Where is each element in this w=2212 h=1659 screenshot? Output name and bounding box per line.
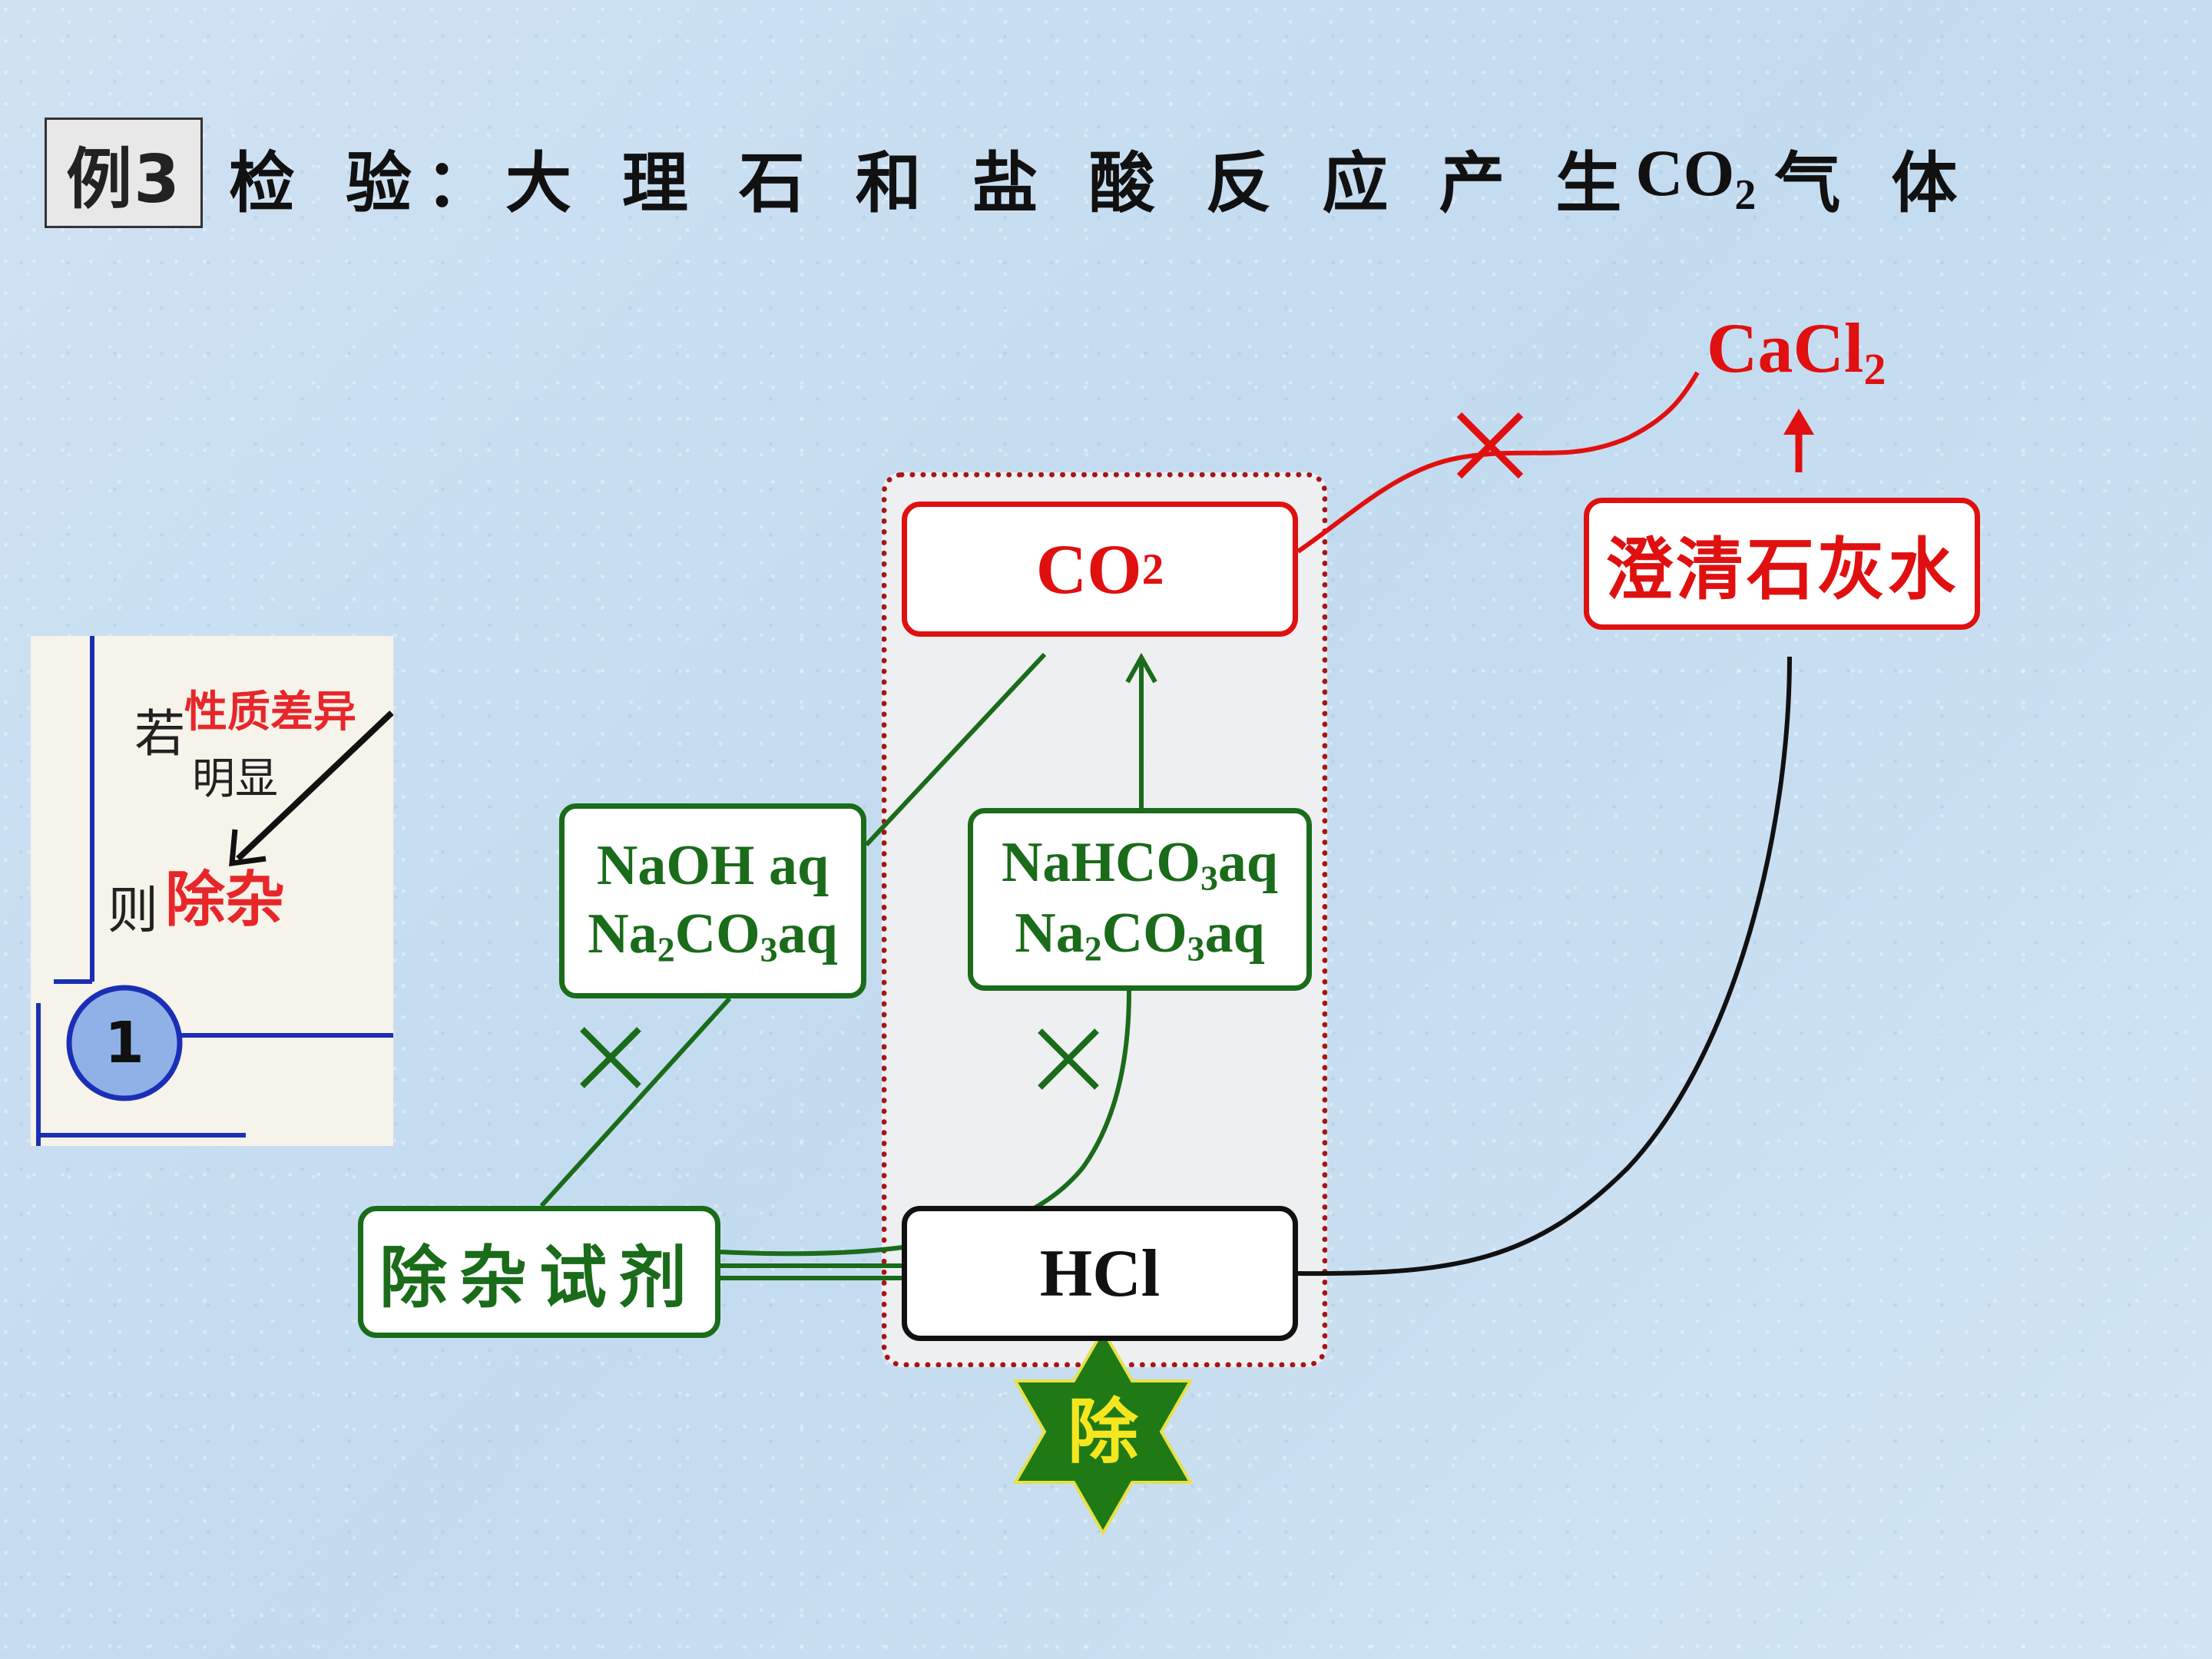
- cacl2-label: CaCl2: [1707, 309, 1886, 394]
- handwritten-note-inset: 1 若 性质差异 明显 则 除杂: [31, 636, 393, 1146]
- title-formula: CO2: [1635, 135, 1757, 219]
- co2-cacl2-curve: [1296, 371, 1700, 554]
- remove-badge-label: 除: [1067, 1390, 1138, 1473]
- svg-text:明显: 明显: [192, 754, 278, 804]
- reagent-box: 除杂试剂: [358, 1206, 720, 1338]
- title-text: 检 验：大 理 石 和 盐 酸 反 应 产 生: [229, 144, 1636, 222]
- cross-icon-naoh: [580, 1027, 641, 1088]
- hcl-limewater-curve: [1297, 656, 1792, 1277]
- nahco3-curve: [720, 990, 1131, 1257]
- example-label: 例3: [45, 118, 203, 228]
- svg-text:除杂: 除杂: [165, 866, 285, 935]
- reagent-set-a-line1: NaOH aq: [596, 833, 830, 897]
- reagent-set-b-line2: Na2CO3aq: [1015, 902, 1265, 969]
- red-arrow-head-icon: [1783, 409, 1814, 435]
- cross-icon-nahco3: [1038, 1028, 1099, 1090]
- arrow-head-icon: [1125, 652, 1157, 684]
- page-title: 检 验：大 理 石 和 盐 酸 反 应 产 生 CO2 气 体: [229, 123, 1971, 230]
- svg-text:性质差异: 性质差异: [184, 687, 356, 737]
- step-number: 1: [104, 1010, 144, 1076]
- svg-text:则: 则: [108, 881, 158, 940]
- limewater-box: 澄清石灰水: [1584, 498, 1980, 630]
- reagent-set-a-box: NaOH aq Na2CO3aq: [559, 803, 866, 998]
- step-number-circle: [66, 985, 183, 1101]
- handwritten-note-drawing: 1 若 性质差异 明显 则 除杂: [36, 636, 393, 1146]
- reagent-set-b-box: NaHCO3aq Na2CO3aq: [968, 808, 1312, 991]
- naoh-connector: [539, 996, 732, 1208]
- reagent-set-b-line1: NaHCO3aq: [1001, 831, 1279, 898]
- reagent-set-a-line2: Na2CO3aq: [588, 902, 838, 969]
- cross-icon-cacl2: [1456, 412, 1524, 479]
- arrow-icon: [236, 710, 393, 861]
- star-icon: [1012, 1326, 1194, 1537]
- title-suffix: 气 体: [1774, 144, 1972, 222]
- naoh-connector-upper: [864, 652, 1047, 847]
- hcl-box: HCl: [902, 1206, 1298, 1341]
- svg-text:若: 若: [134, 704, 185, 763]
